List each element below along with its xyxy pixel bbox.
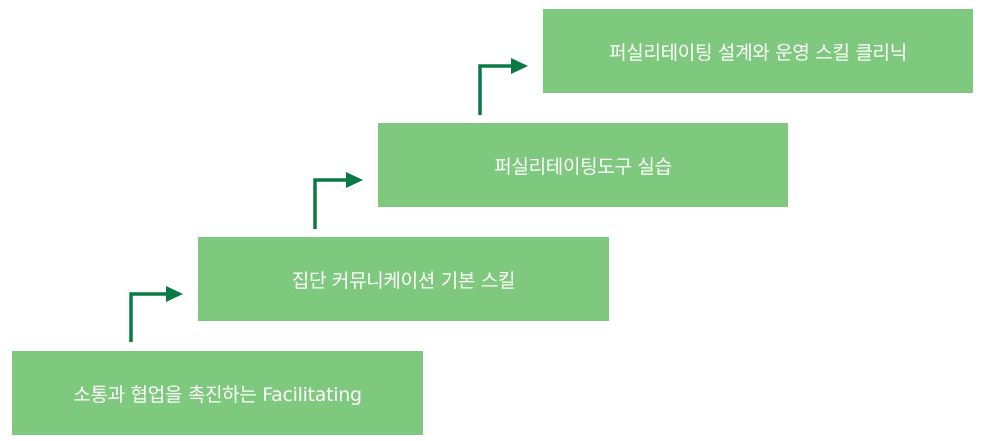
arrow-3-to-4 bbox=[478, 64, 513, 115]
step-box-group-communication: 집단 커뮤니케이션 기본 스킬 bbox=[198, 237, 609, 321]
arrow-3-head-icon bbox=[511, 58, 528, 74]
step-label: 퍼실리테이팅도구 실습 bbox=[494, 155, 672, 178]
step-box-tool-practice: 퍼실리테이팅도구 실습 bbox=[378, 123, 788, 207]
arrow-2-to-3 bbox=[313, 178, 348, 229]
step-box-design-clinic: 퍼실리테이팅 설계와 운영 스킬 클리닉 bbox=[543, 9, 973, 93]
arrow-2-head-icon bbox=[346, 172, 363, 188]
step-label: 집단 커뮤니케이션 기본 스킬 bbox=[291, 269, 516, 292]
arrow-1-head-icon bbox=[166, 286, 183, 302]
step-label: 퍼실리테이팅 설계와 운영 스킬 클리닉 bbox=[609, 41, 907, 64]
step-box-facilitating: 소통과 협업을 촉진하는 Facilitating bbox=[12, 351, 423, 435]
step-label: 소통과 협업을 촉진하는 Facilitating bbox=[73, 383, 362, 406]
arrow-1-to-2 bbox=[129, 292, 168, 342]
